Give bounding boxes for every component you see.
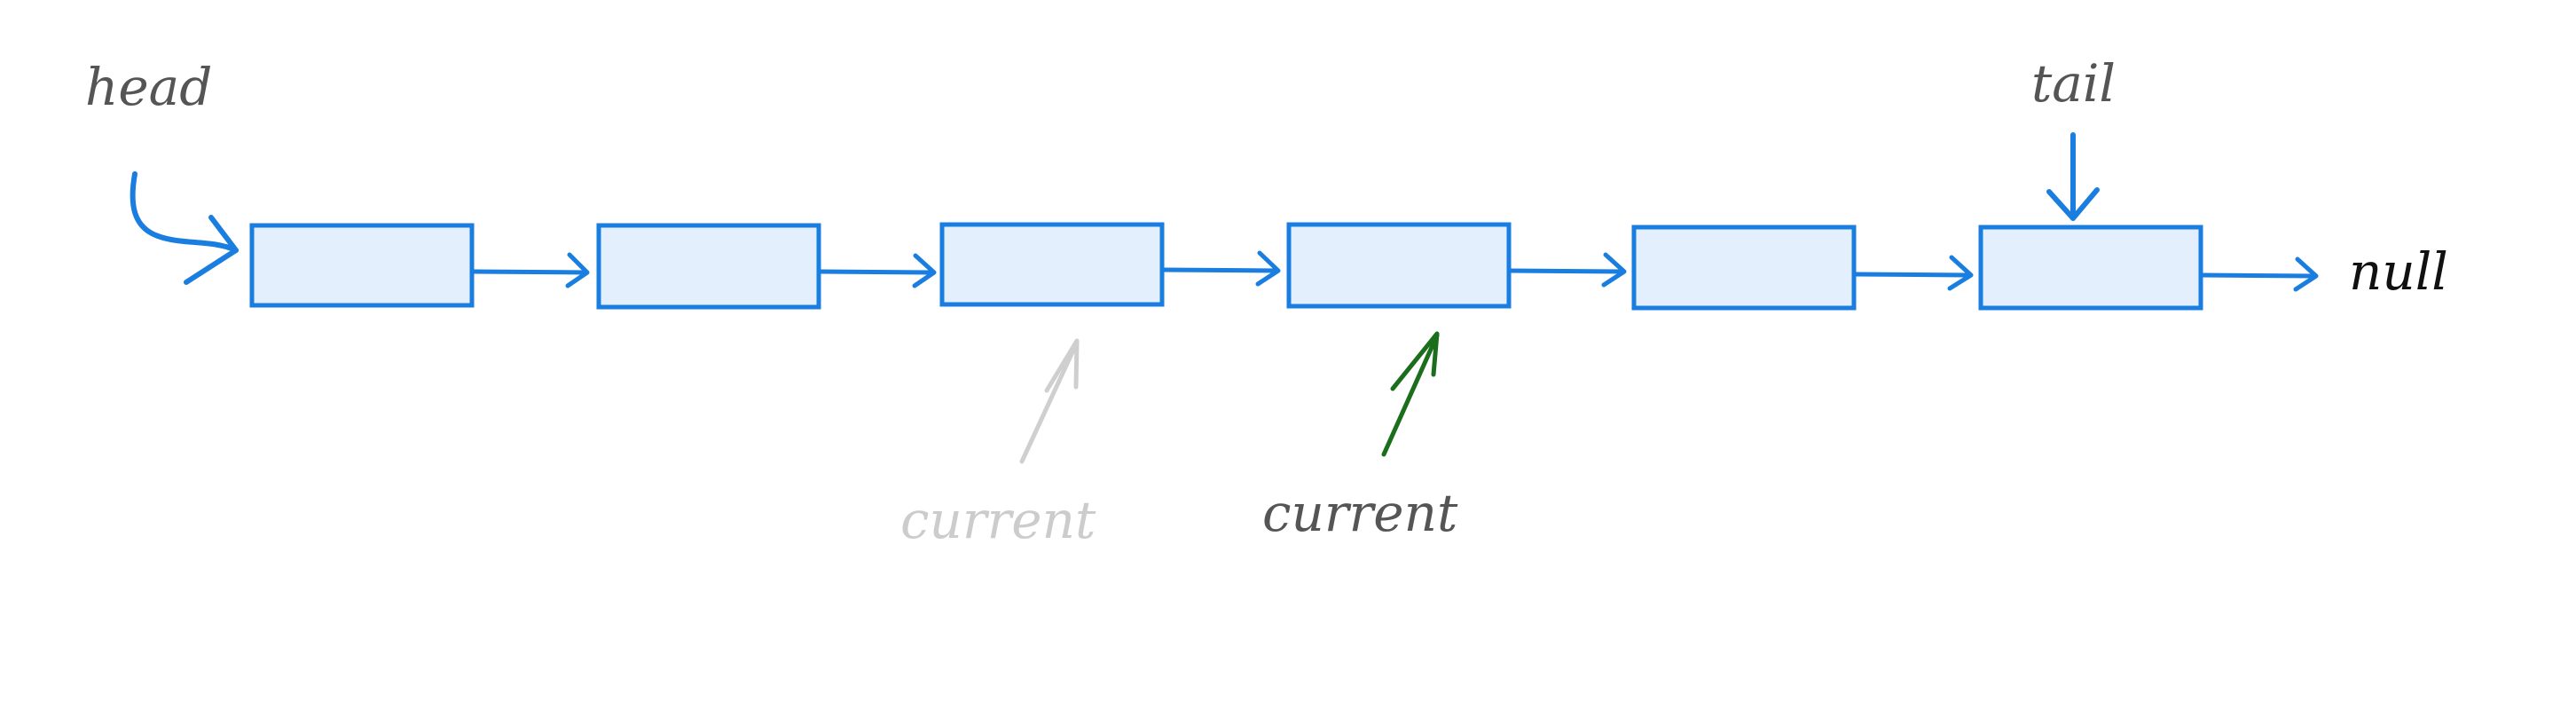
previous-current-label: current — [900, 490, 1096, 550]
current-label: current — [1262, 483, 1458, 543]
list-node-3 — [939, 222, 1165, 307]
tail-label: tail — [2031, 53, 2116, 114]
list-node-6 — [1978, 225, 2203, 311]
next-arrow-to-null — [2199, 256, 2319, 292]
list-node-2 — [596, 223, 821, 310]
next-arrow-3 — [1160, 250, 1281, 287]
head-pointer-arrow — [130, 171, 239, 285]
next-arrow-5 — [1852, 255, 1974, 291]
next-arrow-1 — [470, 252, 590, 288]
list-node-5 — [1631, 225, 1857, 311]
null-label: null — [2349, 241, 2448, 302]
next-arrows — [470, 250, 2319, 292]
head-label: head — [85, 57, 212, 117]
list-node-1 — [249, 223, 475, 308]
current-pointer-arrow — [1381, 331, 1440, 457]
next-arrow-4 — [1507, 252, 1627, 288]
next-arrow-2 — [817, 253, 937, 288]
list-node-4 — [1286, 222, 1512, 309]
tail-pointer-arrow — [2046, 132, 2100, 221]
nodes — [249, 222, 2203, 311]
previous-current-arrow — [1019, 338, 1080, 464]
